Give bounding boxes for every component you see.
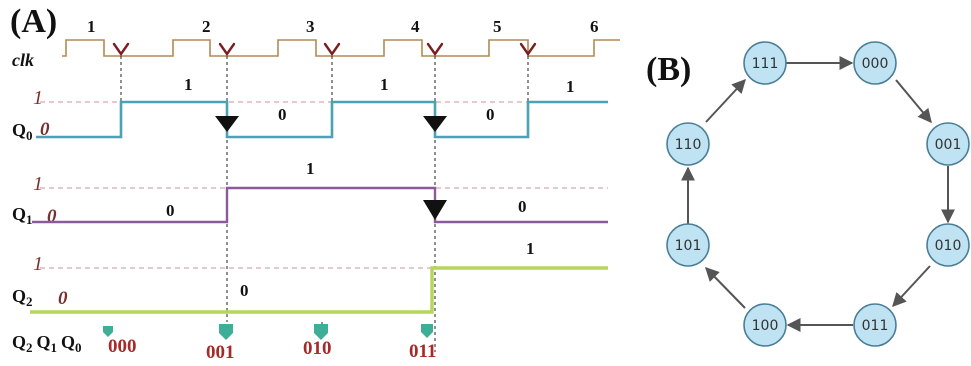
state-node-100 (743, 303, 787, 347)
state-sample-markers (103, 324, 433, 340)
state-node-011 (853, 303, 897, 347)
state-marker-1 (103, 326, 113, 337)
state-node-111 (743, 41, 787, 85)
clock-tick-6: 6 (590, 17, 599, 36)
falling-edge-markers (112, 42, 537, 57)
timing-diagram: (A) clk 1 2 3 4 5 6 1 Q0 (10, 3, 620, 363)
q1-value-3: 0 (518, 197, 527, 216)
edge-000-001 (895, 79, 932, 124)
q0-value-4: 0 (486, 105, 495, 124)
q2-value-1: 0 (240, 281, 249, 300)
q1-level-one: 1 (33, 173, 43, 195)
state-node-101 (666, 223, 710, 267)
edge-110-111 (705, 78, 746, 123)
q0-level-zero: 0 (40, 119, 50, 140)
clock-waveform (62, 39, 620, 57)
state-marker-3 (314, 324, 328, 340)
clock-tick-2: 2 (202, 17, 211, 36)
state-label-001: 001 (935, 137, 962, 153)
q1-trigger-arrow (423, 200, 447, 220)
q1-value-1: 0 (166, 201, 175, 220)
clock-label: clk (12, 50, 34, 70)
state-edges (681, 56, 955, 332)
q2-label: Q2 (12, 286, 33, 309)
q2-level-one: 1 (33, 253, 43, 275)
clock-tick-3: 3 (306, 17, 315, 36)
state-code-3: 010 (303, 338, 332, 359)
edge-marker-2 (218, 42, 236, 57)
state-label-011: 011 (862, 318, 889, 334)
edge-guides (120, 56, 529, 352)
q1-label: Q1 (12, 204, 33, 227)
q0-label: Q0 (12, 120, 33, 143)
state-code-1: 000 (108, 336, 137, 357)
state-label-100: 100 (752, 318, 779, 334)
q0-value-1: 1 (184, 75, 193, 94)
q0-value-5: 1 (566, 77, 575, 96)
q0-trigger-arrow-2 (423, 116, 447, 132)
edge-010-011 (892, 265, 931, 308)
state-node-110 (666, 122, 710, 166)
panel-b-label: (B) (646, 51, 691, 88)
q0-level-one: 1 (33, 87, 43, 109)
q1-value-2: 1 (306, 159, 315, 178)
state-node-000 (853, 41, 897, 85)
q0-trigger-arrow-1 (215, 116, 239, 132)
state-marker-2 (219, 324, 233, 340)
state-node-010 (926, 223, 970, 267)
state-label-110: 110 (675, 137, 702, 153)
state-nodes (666, 41, 970, 347)
state-graph: (B) 111 (646, 41, 970, 347)
q2-value-2: 1 (526, 239, 535, 258)
clock-tick-1: 1 (87, 17, 96, 36)
q1-level-zero: 0 (47, 206, 57, 227)
state-marker-4 (421, 324, 433, 338)
q2-level-zero: 0 (58, 288, 68, 309)
clock-tick-5: 5 (493, 17, 502, 36)
state-code-2: 001 (206, 342, 235, 361)
state-node-001 (926, 122, 970, 166)
state-label-000: 000 (862, 56, 889, 72)
panel-a-label: (A) (10, 3, 57, 40)
state-label-101: 101 (675, 238, 702, 254)
q0-waveform (36, 100, 608, 139)
edge-marker-1 (112, 42, 130, 57)
q2-waveform (30, 266, 608, 314)
edge-100-101 (705, 266, 746, 309)
q0-value-3: 1 (380, 75, 389, 94)
edge-marker-3 (323, 42, 341, 57)
state-label-111: 111 (752, 56, 779, 72)
edge-marker-4 (426, 42, 444, 57)
state-label-010: 010 (935, 238, 962, 254)
q0-value-2: 0 (278, 105, 287, 124)
state-code-4: 011 (409, 341, 436, 361)
clock-tick-4: 4 (411, 17, 420, 36)
state-node-labels: 111 000 001 010 011 100 101 110 (675, 56, 962, 334)
edge-marker-5 (519, 42, 537, 57)
